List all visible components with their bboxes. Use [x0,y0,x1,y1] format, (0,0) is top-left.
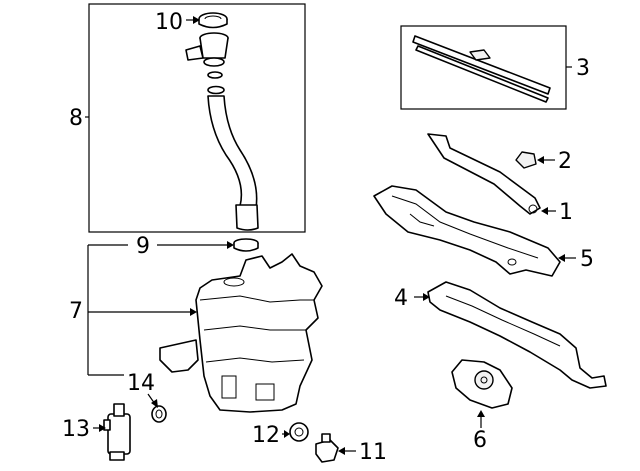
filler-neck-box [88,3,306,233]
callout-6: 6 [473,428,487,453]
callout-4: 4 [394,286,408,311]
pump-grommet [151,405,167,423]
filler-neck-top [185,32,229,67]
level-sensor [315,433,339,463]
filler-cap [198,12,228,29]
reservoir-cap [233,238,259,252]
callout-9: 9 [136,234,150,259]
wiper-arm [427,133,541,215]
callout-10: 10 [155,10,183,35]
wiper-motor [451,359,513,409]
washer-pump [103,403,131,461]
level-sensor-seal [289,422,309,442]
callout-14: 14 [127,371,155,396]
filler-hose [207,95,258,209]
hose-end [235,204,259,231]
callout-12: 12 [252,423,280,448]
callout-5: 5 [580,247,594,272]
pivot-cap [515,151,537,169]
callout-7: 7 [69,299,83,324]
clamp [207,85,225,95]
o-ring [207,71,223,79]
washer-reservoir [159,253,323,413]
callout-1: 1 [559,200,573,225]
cowl-panel [373,185,561,277]
callout-13: 13 [62,417,90,442]
callout-3: 3 [576,56,590,81]
wiper-blade [412,35,551,103]
callout-8: 8 [69,106,83,131]
callout-11: 11 [359,440,387,465]
wiper-linkage [427,281,607,389]
callout-2: 2 [558,149,572,174]
